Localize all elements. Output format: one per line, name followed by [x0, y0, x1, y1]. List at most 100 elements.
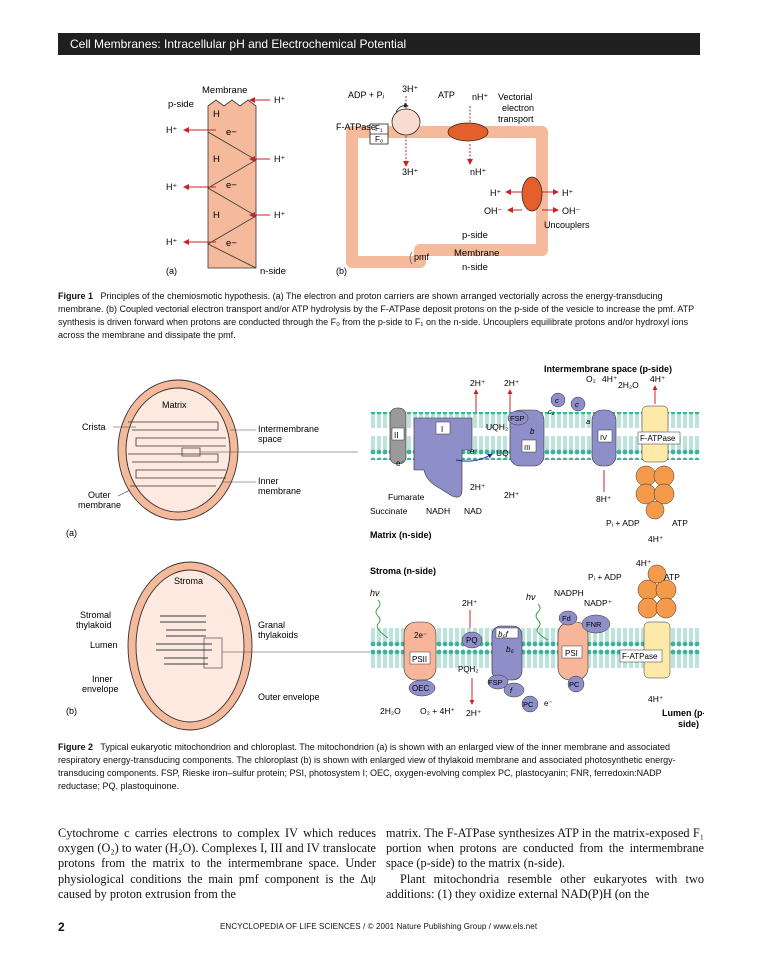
four-h-label: 4H⁺ — [602, 374, 618, 384]
outer-membrane-label-2: membrane — [78, 500, 121, 510]
membrane-b: Membrane — [454, 248, 499, 259]
mito-atp: ATP — [672, 518, 688, 528]
chloro-pi-adp: Pᵢ + ADP — [588, 572, 622, 582]
nh-bottom: nH⁺ — [470, 167, 487, 177]
h2o-chloro: 2H₂O — [380, 706, 401, 716]
stromal-label-1: Stromal — [80, 610, 111, 620]
three-h-bottom: 3H⁺ — [402, 167, 419, 177]
b6f-label: b₆f — [498, 630, 509, 639]
succinate-label: Succinate — [370, 506, 408, 516]
e-label-2: e⁻ — [470, 447, 479, 456]
body-paragraph: matrix. The F-ATPase synthesizes ATP in … — [386, 826, 704, 871]
h-plus: H⁺ — [166, 182, 177, 192]
fd-label: Fd — [562, 614, 571, 623]
mito-pi-adp: Pᵢ + ADP — [606, 518, 640, 528]
uq-label: UQ — [496, 448, 509, 458]
figure-2-caption: Figure 2 Typical eukaryotic mitochondrio… — [58, 741, 704, 793]
figure-2-caption-text: Typical eukaryotic mitochondrion and chl… — [58, 742, 676, 791]
pc-label: PC — [523, 700, 534, 709]
f0-label: F₀ — [375, 135, 383, 144]
b6-label: b₆ — [506, 645, 514, 654]
granal-label-1: Granal — [258, 620, 285, 630]
chloro-top-label: Stroma (n-side) — [370, 566, 436, 576]
uqh2-label: UQH₂ — [486, 422, 508, 432]
n-side-b: n-side — [462, 262, 488, 273]
two-h-matrix: 2H⁺ — [470, 482, 486, 492]
h-plus: H⁺ — [166, 237, 177, 247]
outer-envelope: Outer envelope — [258, 692, 320, 702]
carrier-h: H — [213, 154, 220, 165]
psi — [557, 621, 589, 693]
psi-label: PSI — [565, 649, 578, 658]
stromal-label-2: thylakoid — [76, 620, 112, 630]
footer-text: ENCYCLOPEDIA OF LIFE SCIENCES / © 2001 N… — [220, 922, 538, 931]
fig1a-membrane — [207, 99, 257, 269]
two-h-lumen: 2H⁺ — [466, 708, 482, 718]
pmf-label: pmf — [414, 252, 430, 262]
p-side-b: p-side — [462, 230, 488, 241]
nh-top: nH⁺ — [472, 92, 489, 102]
complex-iii-label: III — [524, 443, 530, 452]
two-h-1: 2H⁺ — [470, 378, 486, 388]
chloroplast-drawing — [127, 561, 253, 731]
vectorial-3: transport — [498, 114, 534, 124]
h-plus-b: H⁺ — [490, 188, 501, 198]
c-label-2: c — [575, 400, 579, 409]
chloro-atp: ATP — [664, 572, 680, 582]
n-side-label: n-side — [260, 266, 286, 277]
f1-label: F₁ — [375, 124, 383, 133]
nadh-label: NADH — [426, 506, 450, 516]
two-h-chloro: 2H⁺ — [462, 598, 478, 608]
figure-1-caption: Figure 1 Principles of the chemiosmotic … — [58, 290, 704, 342]
mito-top-label: Intermembrane space (p-side) — [544, 364, 672, 374]
b-label: b — [530, 427, 535, 436]
fig1b-vesicle — [346, 108, 548, 268]
fatpase-label: F-ATPase — [336, 122, 376, 132]
inner-membrane-label-1: Inner — [258, 476, 279, 486]
hv-label: hν — [370, 588, 380, 598]
h-plus: H⁺ — [274, 154, 285, 164]
h2o-label: 2H₂O — [618, 380, 639, 390]
four-h-bottom: 4H⁺ — [648, 534, 664, 544]
body-column-left: Cytochrome c carries electrons to comple… — [58, 826, 376, 902]
vectorial-1: Vectorial — [498, 92, 533, 102]
pc-label-2: PC — [569, 680, 580, 689]
figure-1-caption-text: Principles of the chemiosmotic hypothesi… — [58, 291, 694, 340]
e-chloro: e⁻ — [544, 699, 553, 708]
lumen-label: Lumen — [90, 640, 118, 650]
panel-b-label: (b) — [336, 266, 347, 276]
figure-1-label: Figure 1 — [58, 291, 94, 301]
granal-label-2: thylakoids — [258, 630, 299, 640]
lumen-label-2: side) — [678, 719, 699, 729]
outer-membrane-label-1: Outer — [88, 490, 111, 500]
three-h-top: 3H⁺ — [402, 84, 419, 94]
psii-label: PSII — [412, 655, 427, 664]
nad-label: NAD — [464, 506, 482, 516]
oh-minus: OH⁻ — [484, 206, 503, 216]
mito-bottom-label: Matrix (n-side) — [370, 530, 432, 540]
f-label: f — [510, 686, 513, 695]
chloro-fatpase — [619, 564, 677, 679]
intermembrane-label-2: space — [258, 434, 282, 444]
body-paragraph: Cytochrome c carries electrons to comple… — [58, 826, 376, 901]
carrier-e: e− — [226, 238, 237, 249]
running-header: Cell Membranes: Intracellular pH and Ele… — [58, 33, 700, 55]
intermembrane-label-1: Intermembrane — [258, 424, 319, 434]
atp-label: ATP — [438, 90, 455, 100]
a-label: a — [586, 417, 590, 426]
eight-h-label: 8H⁺ — [596, 494, 612, 504]
chloro-fatpase-label: F-ATPase — [622, 652, 658, 661]
o2-4h-label: O₂ + 4H⁺ — [420, 706, 455, 716]
inner-envelope-1: Inner — [92, 674, 113, 684]
panel-b-label: (b) — [66, 706, 77, 716]
oh-minus: OH⁻ — [562, 206, 581, 216]
carrier-h: H — [213, 210, 220, 221]
membrane-label: Membrane — [202, 85, 247, 96]
body-paragraph: Plant mitochondria resemble other eukary… — [386, 871, 704, 901]
panel-a-label: (a) — [66, 528, 77, 538]
hv-label-2: hν — [526, 592, 536, 602]
carrier-e: e− — [226, 127, 237, 138]
nadph-label: NADPH — [554, 588, 584, 598]
carrier-e: e− — [226, 180, 237, 191]
panel-a-label: (a) — [166, 266, 177, 276]
